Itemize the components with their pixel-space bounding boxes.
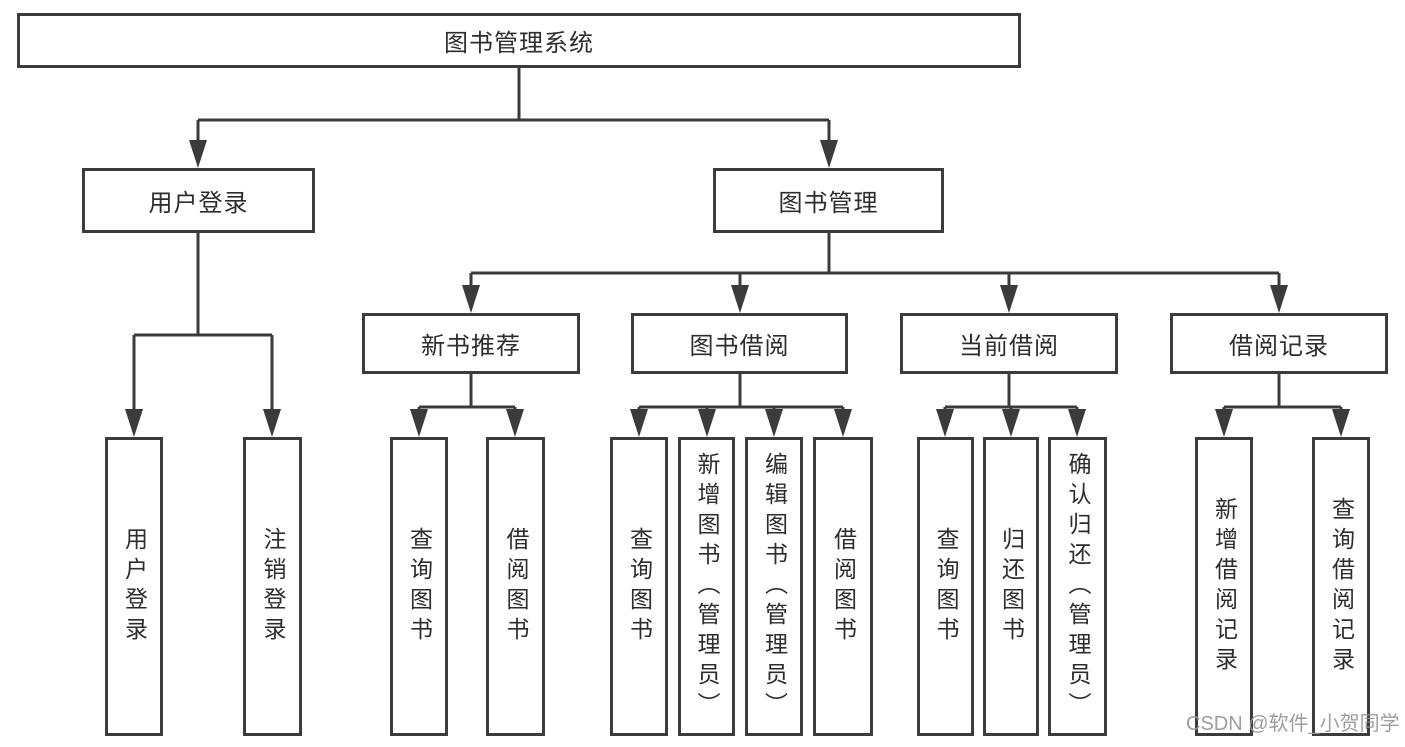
connector-root-to-level2 <box>189 68 838 168</box>
leaf-query-borrow-record: 查询借阅记录 <box>1312 437 1370 736</box>
node-book-borrowing: 图书借阅 <box>631 313 848 374</box>
leaf-logout: 注销登录 <box>243 437 302 736</box>
leaf-edit-books-admin: 编辑图书（管理员） <box>745 437 803 736</box>
connector-new-book-children <box>410 374 524 437</box>
leaf-query-books-current: 查询图书 <box>917 437 974 736</box>
csdn-watermark: CSDN @软件_小贺同学 <box>1186 713 1400 735</box>
node-new-book-recommend: 新书推荐 <box>362 313 580 374</box>
node-user-login: 用户登录 <box>82 168 315 233</box>
leaf-query-books-recommend: 查询图书 <box>390 437 448 736</box>
connector-book-borrowing-children <box>630 374 852 437</box>
leaf-add-books-admin: 新增图书（管理员） <box>678 437 735 736</box>
connector-user-login-children <box>125 233 281 437</box>
node-borrowing-records: 借阅记录 <box>1170 313 1388 374</box>
leaf-return-books: 归还图书 <box>983 437 1039 736</box>
leaf-confirm-return-admin: 确认归还（管理员） <box>1048 437 1107 736</box>
connector-borrowing-records-children <box>1215 374 1350 437</box>
node-current-borrowing: 当前借阅 <box>900 313 1118 374</box>
node-book-management: 图书管理 <box>713 168 944 233</box>
leaf-query-books-borrowing: 查询图书 <box>610 437 668 736</box>
leaf-add-borrow-record: 新增借阅记录 <box>1195 437 1253 736</box>
connector-book-management-children <box>462 233 1288 313</box>
connector-current-borrowing-children <box>936 374 1086 437</box>
leaf-user-login: 用户登录 <box>105 437 163 736</box>
leaf-borrow-books-recommend: 借阅图书 <box>486 437 545 736</box>
node-book-management-system: 图书管理系统 <box>17 13 1021 68</box>
leaf-borrow-books-borrowing: 借阅图书 <box>813 437 873 736</box>
